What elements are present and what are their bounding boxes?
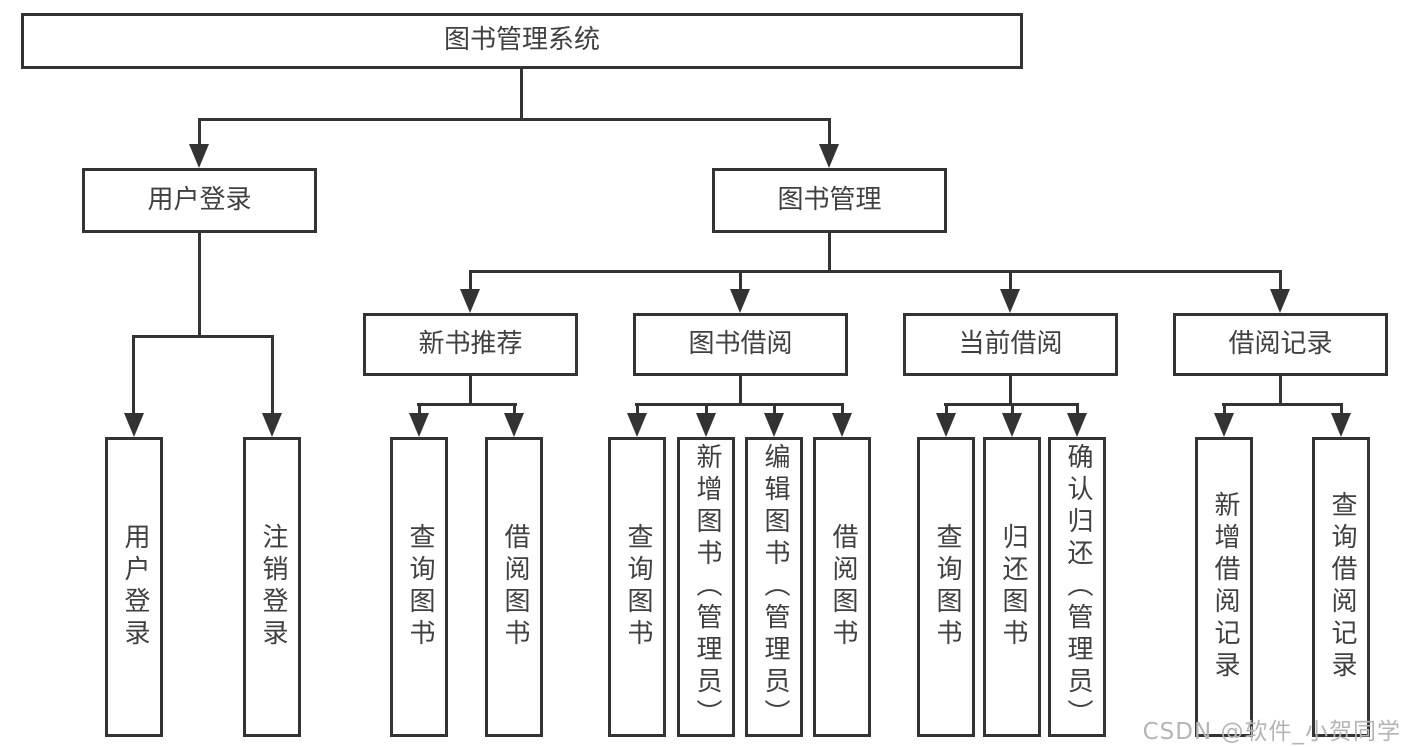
arrow-down-icon: [627, 413, 647, 437]
arrow-down-icon: [460, 289, 480, 313]
leaf-label: 确认归还（管理员）: [1062, 443, 1093, 731]
connector-line: [828, 233, 831, 273]
leaf-return-book: 归还图书: [983, 437, 1041, 737]
node-label: 图书管理系统: [443, 25, 600, 56]
arrow-down-icon: [819, 144, 839, 168]
connector-line: [705, 403, 708, 413]
leaf-label: 查询图书: [931, 523, 962, 651]
arrow-down-icon: [1214, 413, 1234, 437]
csdn-watermark: CSDN @软件_小贺同学: [1142, 719, 1401, 745]
arrow-down-icon: [832, 413, 852, 437]
arrow-down-icon: [504, 413, 524, 437]
connector-line: [469, 270, 1282, 273]
leaf-borrow-book: 借阅图书: [813, 437, 871, 737]
leaf-confirm-return-admin: 确认归还（管理员）: [1048, 437, 1106, 737]
connector-line: [1279, 376, 1282, 406]
leaf-label: 借阅图书: [827, 523, 858, 651]
connector-line: [1009, 376, 1012, 406]
leaf-query-books-current: 查询图书: [917, 437, 975, 737]
leaf-label: 查询图书: [622, 523, 653, 651]
connector-line: [635, 403, 844, 406]
connector-line: [198, 118, 201, 146]
connector-line: [1222, 403, 1343, 406]
node-label: 图书管理: [777, 184, 882, 215]
arrow-down-icon: [1000, 289, 1020, 313]
connector-line: [469, 270, 472, 289]
leaf-query-books-recommend: 查询图书: [390, 437, 448, 737]
connector-line: [198, 233, 201, 338]
connector-line: [1279, 270, 1282, 289]
connector-line: [132, 335, 274, 338]
connector-line: [739, 376, 742, 406]
connector-line: [945, 403, 948, 413]
leaf-label: 新增借阅记录: [1209, 491, 1240, 683]
leaf-user-login: 用户登录: [105, 437, 163, 737]
connector-line: [1011, 403, 1014, 413]
leaf-add-borrow-record: 新增借阅记录: [1195, 437, 1253, 737]
leaf-label: 新增图书（管理员）: [691, 443, 722, 731]
connector-line: [1076, 403, 1079, 413]
connector-line: [520, 69, 523, 121]
node-new-book-recommend: 新书推荐: [363, 313, 578, 376]
leaf-label: 注销登录: [257, 523, 288, 651]
node-library-management-system: 图书管理系统: [21, 13, 1023, 69]
node-label: 当前借阅: [958, 328, 1063, 359]
connector-line: [469, 376, 472, 406]
leaf-borrow-books-recommend: 借阅图书: [485, 437, 543, 737]
node-borrowing-records: 借阅记录: [1173, 313, 1388, 376]
arrow-down-icon: [124, 413, 144, 437]
connector-line: [132, 335, 135, 413]
connector-line: [636, 403, 639, 413]
connector-line: [1340, 403, 1343, 413]
connector-line: [417, 403, 517, 406]
connector-line: [1009, 270, 1012, 289]
node-book-management: 图书管理: [712, 168, 947, 233]
node-label: 用户登录: [147, 184, 252, 215]
connector-line: [513, 403, 516, 413]
arrow-down-icon: [730, 289, 750, 313]
leaf-label: 查询借阅记录: [1326, 491, 1357, 683]
leaf-query-borrow-record: 查询借阅记录: [1312, 437, 1370, 737]
arrow-down-icon: [1331, 413, 1351, 437]
leaf-label: 用户登录: [119, 523, 150, 651]
connector-line: [773, 403, 776, 413]
arrow-down-icon: [409, 413, 429, 437]
node-book-borrowing: 图书借阅: [633, 313, 848, 376]
connector-line: [1223, 403, 1226, 413]
node-user-login: 用户登录: [82, 168, 317, 233]
connector-line: [198, 118, 831, 121]
arrow-down-icon: [936, 413, 956, 437]
arrow-down-icon: [696, 413, 716, 437]
node-current-borrowing: 当前借阅: [903, 313, 1118, 376]
arrow-down-icon: [1002, 413, 1022, 437]
leaf-label: 借阅图书: [499, 523, 530, 651]
leaf-logout: 注销登录: [243, 437, 301, 737]
node-label: 图书借阅: [688, 328, 793, 359]
arrow-down-icon: [262, 413, 282, 437]
leaf-label: 查询图书: [404, 523, 435, 651]
connector-line: [828, 118, 831, 146]
node-label: 借阅记录: [1228, 328, 1333, 359]
leaf-query-books-borrowing: 查询图书: [608, 437, 666, 737]
connector-line: [739, 270, 742, 289]
leaf-edit-book-admin: 编辑图书（管理员）: [745, 437, 803, 737]
connector-line: [841, 403, 844, 413]
arrow-down-icon: [764, 413, 784, 437]
leaf-add-book-admin: 新增图书（管理员）: [677, 437, 735, 737]
leaf-label: 归还图书: [997, 523, 1028, 651]
arrow-down-icon: [1270, 289, 1290, 313]
arrow-down-icon: [189, 144, 209, 168]
connector-line: [271, 335, 274, 413]
node-label: 新书推荐: [418, 328, 523, 359]
leaf-label: 编辑图书（管理员）: [759, 443, 790, 731]
connector-line: [418, 403, 421, 413]
arrow-down-icon: [1067, 413, 1087, 437]
